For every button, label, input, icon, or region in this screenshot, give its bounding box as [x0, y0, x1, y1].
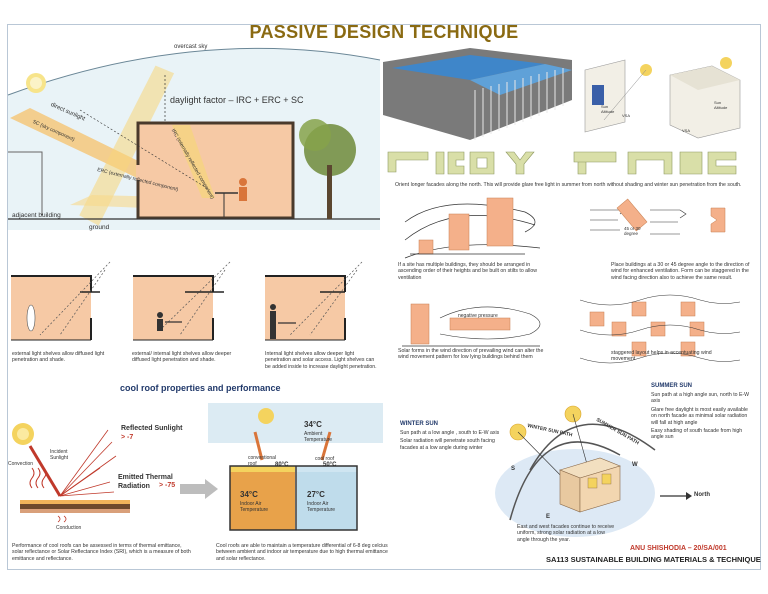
shelf-caption-1: external light shelves allow diffused li… [12, 351, 105, 364]
cool-roof-caption-right: Cool roofs are able to maintain a temper… [216, 543, 388, 562]
vsa-label-1: VSA [622, 113, 631, 118]
sun-icon [258, 408, 274, 424]
winter-point: Sun path at a low angle , south to E-W a… [400, 430, 500, 436]
wind-caption-staggered: staggered layout helps in accentuating w… [611, 350, 712, 363]
incident-sunlight-label: Incident Sunlight [50, 449, 69, 461]
conduction-label: Conduction [56, 525, 82, 531]
poster-title: PASSIVE DESIGN TECHNIQUE [249, 22, 519, 42]
indoor-label-left: Indoor Air Temperature [240, 501, 269, 513]
wind-caption-multi: If a site has multiple buildings, they s… [398, 262, 537, 281]
winter-sun-points: Sun path at a low angle , south to E-W a… [400, 430, 508, 451]
angle-label: 45 or 30 degree [624, 226, 641, 236]
winter-sun-title: WINTER SUN [400, 421, 438, 427]
author-label: ANU SHISHODIA – 20/SA/001 [630, 545, 727, 552]
ground-label: ground [89, 224, 110, 231]
shelf-caption-2: external/ internal light shelves allow d… [132, 351, 232, 364]
cool-roof-heading: cool roof properties and performance [120, 383, 281, 393]
east-label: E [546, 514, 551, 520]
summer-sun-title: SUMMER SUN [651, 383, 693, 389]
shelf-diagram-1 [11, 261, 111, 341]
ambient-temp: 34°C [304, 420, 322, 429]
summer-sun-points: Sun path at a high angle sun, north to E… [651, 392, 753, 441]
negative-pressure-label: negative pressure [458, 313, 498, 319]
indoor-label-right: Indoor Air Temperature [307, 501, 336, 513]
wind-caption-solar: Solar forms in the wind direction of pre… [398, 348, 544, 361]
sun-icon [720, 57, 732, 69]
emitted-radiation-label: Emitted Thermal Radiation [118, 474, 173, 490]
emitted-value: > -75 [159, 482, 176, 489]
sun-caption: East and west facades continue to receiv… [517, 524, 615, 543]
sun-altitude-label-1: Sun Altitude [601, 104, 615, 114]
cool-roof-caption-left: Performance of cool roofs can be assesse… [12, 543, 191, 562]
south-label: S [511, 466, 516, 472]
shelf-caption-3: Internal light shelves allow deeper ligh… [265, 351, 377, 370]
summer-point: Easy shading of south facade from high a… [651, 428, 743, 441]
conventional-roof-label: conventional roof [248, 455, 277, 467]
winter-point: Solar radiation will penetrate south fac… [400, 438, 495, 451]
adjacent-building-label: adjacent building [12, 212, 61, 219]
indoor-temp-right: 27°C [307, 490, 325, 499]
shelf-diagram-3 [265, 261, 363, 341]
course-label: SA113 SUSTAINABLE BUILDING MATERIALS & T… [546, 555, 761, 564]
cool-roof-temp: 50°C [323, 462, 337, 468]
ambient-label: Ambient Temperature [304, 431, 333, 443]
conventional-roof-temp: 80°C [275, 462, 289, 468]
poster-frame [7, 24, 761, 570]
summer-point: Sun path at a high angle sun, north to E… [651, 392, 750, 405]
daylight-formula: daylight factor – IRC + ERC + SC [170, 95, 304, 105]
north-label: North [694, 492, 710, 498]
vsa-label-2: VSA [682, 128, 691, 133]
orientation-caption: Orient longer facades along the north. T… [395, 182, 742, 188]
cool-roof-label: cool roof [315, 456, 335, 462]
convection-label: Convection [8, 461, 34, 467]
sun-altitude-label-2: Sun Altitude [714, 100, 728, 110]
shelf-diagram-2 [133, 261, 231, 341]
indoor-temp-left: 34°C [240, 490, 258, 499]
reflected-sunlight-label: Reflected Sunlight [121, 425, 183, 432]
overcast-sky-label: overcast sky [174, 44, 208, 50]
summer-point: Glare free daylight is most easily avail… [651, 406, 748, 426]
wind-caption-angle: Place buildings at a 30 or 45 degree ang… [611, 262, 750, 281]
west-label: W [632, 462, 638, 468]
reflected-value: > -7 [121, 434, 134, 441]
